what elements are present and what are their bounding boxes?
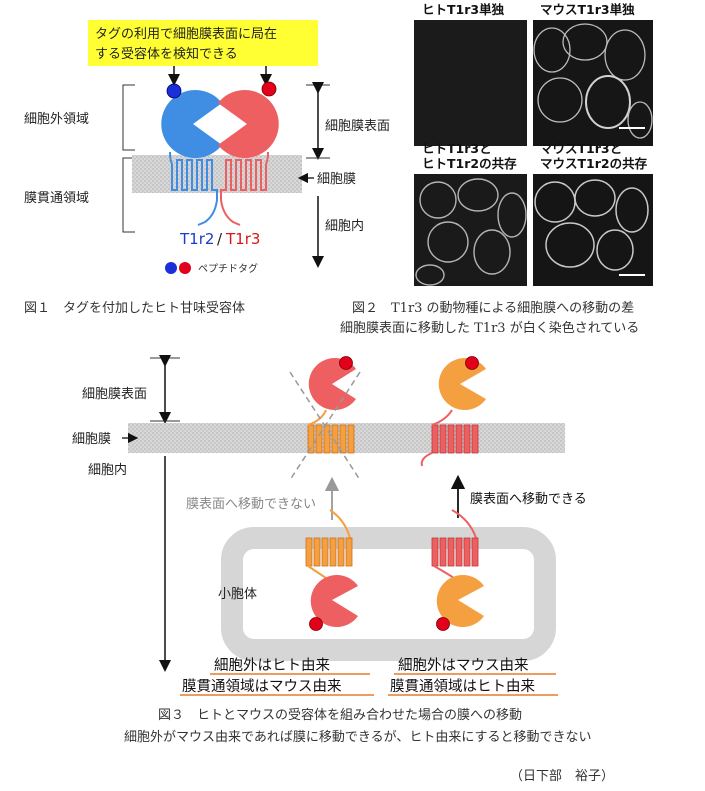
panel-title-mouse-t1r3: マウスT1r3単独 — [540, 2, 635, 17]
caption-fig1: 図１ タグを付加したヒト甘味受容体 — [24, 300, 245, 316]
panel-title-human-coexp-2: ヒトT1r2の共存 — [422, 156, 517, 171]
caption-fig2-line-2: 細胞膜表面に移動した T1r3 が白く染色されている — [340, 320, 639, 336]
right-linker-membrane — [431, 409, 453, 426]
t1r3-transmembrane — [220, 151, 269, 226]
caption-fig3-line-2: 細胞外がマウス由来であれば膜に移動できるが、ヒト由来にすると移動できない — [124, 730, 591, 745]
cross-line-2 — [289, 371, 361, 481]
panel-title-mouse-coexp-2: マウスT1r2の共存 — [540, 156, 648, 171]
endoplasmic-reticulum — [221, 527, 556, 661]
caption-fig3-line-1: 図３ ヒトとマウスの受容体を組み合わせた場合の膜への移動 — [158, 707, 522, 723]
legend-tag-blue — [165, 262, 177, 274]
left-tag-membrane — [339, 356, 353, 370]
right-tm-membrane — [431, 424, 479, 454]
figure-1: タグの利用で細胞膜表面に局在 する受容体を検知できる 細胞外領域 膜貫通領域 T… — [24, 20, 390, 316]
bracket-transmembrane — [122, 157, 135, 233]
left-desc-line-2: 膜貫通領域はマウス由来 — [182, 678, 342, 695]
figure-3: 細胞膜表面 細胞膜 細胞内 小胞体 膜表面へ移動できない — [72, 355, 591, 745]
label-cannot-move: 膜表面へ移動できない — [186, 497, 316, 512]
label-t1r3: T1r3 — [225, 230, 260, 248]
panel-title-mouse-coexp-1: マウスT1r3と — [540, 141, 622, 156]
micrograph-human-t1r3 — [414, 20, 527, 146]
left-tm-er — [305, 537, 353, 567]
figure-2: ヒトT1r3単独 マウスT1r3単独 ヒトT1r3と ヒトT1r2の共存 マウス… — [340, 2, 653, 336]
left-tag-er — [309, 617, 323, 631]
right-chimera-head-membrane — [438, 358, 486, 411]
bracket-extracellular — [122, 84, 135, 151]
right-tag-membrane — [465, 356, 479, 370]
left-tm-membrane — [307, 424, 355, 454]
right-linker-er — [433, 565, 455, 579]
callout-line-2: する受容体を検知できる — [95, 46, 238, 62]
label-intracellular-fig1: 細胞内 — [325, 218, 364, 234]
micrograph-mouse-coexp — [533, 174, 653, 286]
label-vesicle: 小胞体 — [218, 587, 257, 602]
left-tail-er — [329, 509, 351, 539]
label-slash: / — [217, 230, 223, 248]
left-chimera-head-membrane — [308, 358, 356, 410]
tag-blue — [166, 83, 182, 99]
author-credit: （日下部 裕子） — [510, 769, 614, 784]
left-chimera-head-er — [310, 575, 358, 627]
caption-fig2-line-1: 図２ T1r3 の動物種による細胞膜への移動の差 — [352, 300, 634, 316]
t1r3-head — [218, 90, 279, 159]
membrane-fig3 — [128, 423, 565, 453]
right-tail-membrane — [420, 452, 433, 467]
label-can-move: 膜表面へ移動できる — [470, 492, 587, 507]
panel-title-human-coexp-1: ヒトT1r3と — [422, 141, 492, 156]
callout-box — [88, 20, 318, 66]
right-desc-line-2: 膜貫通領域はヒト由来 — [390, 678, 535, 695]
label-surface-fig1: 細胞膜表面 — [325, 119, 390, 134]
left-linker-er — [307, 565, 327, 579]
legend-tag-red — [179, 262, 191, 274]
left-desc-line-1: 細胞外はヒト由来 — [214, 657, 330, 674]
panel-title-human-t1r3: ヒトT1r3単独 — [422, 2, 505, 17]
right-chimera-head-er — [436, 575, 484, 627]
label-membrane-fig3: 細胞膜 — [72, 432, 111, 447]
micrograph-human-coexp — [414, 174, 527, 286]
t1r2-transmembrane — [169, 151, 218, 226]
right-tag-er — [436, 617, 450, 631]
t1r2-head — [161, 90, 222, 159]
label-intracellular-fig3: 細胞内 — [88, 462, 127, 478]
right-tail-er — [451, 509, 477, 539]
label-extracellular: 細胞外領域 — [24, 111, 89, 127]
legend-tag-label: ペプチドタグ — [198, 262, 258, 275]
label-t1r2: T1r2 — [179, 230, 214, 248]
tag-red — [261, 81, 277, 97]
right-tm-er — [431, 537, 479, 567]
label-transmembrane: 膜貫通領域 — [24, 190, 89, 206]
right-desc-line-1: 細胞外はマウス由来 — [398, 657, 529, 674]
label-surface-fig3: 細胞膜表面 — [82, 387, 147, 402]
label-membrane-fig1: 細胞膜 — [317, 172, 356, 187]
membrane-fig1 — [132, 155, 302, 193]
callout-line-1: タグの利用で細胞膜表面に局在 — [95, 27, 277, 42]
